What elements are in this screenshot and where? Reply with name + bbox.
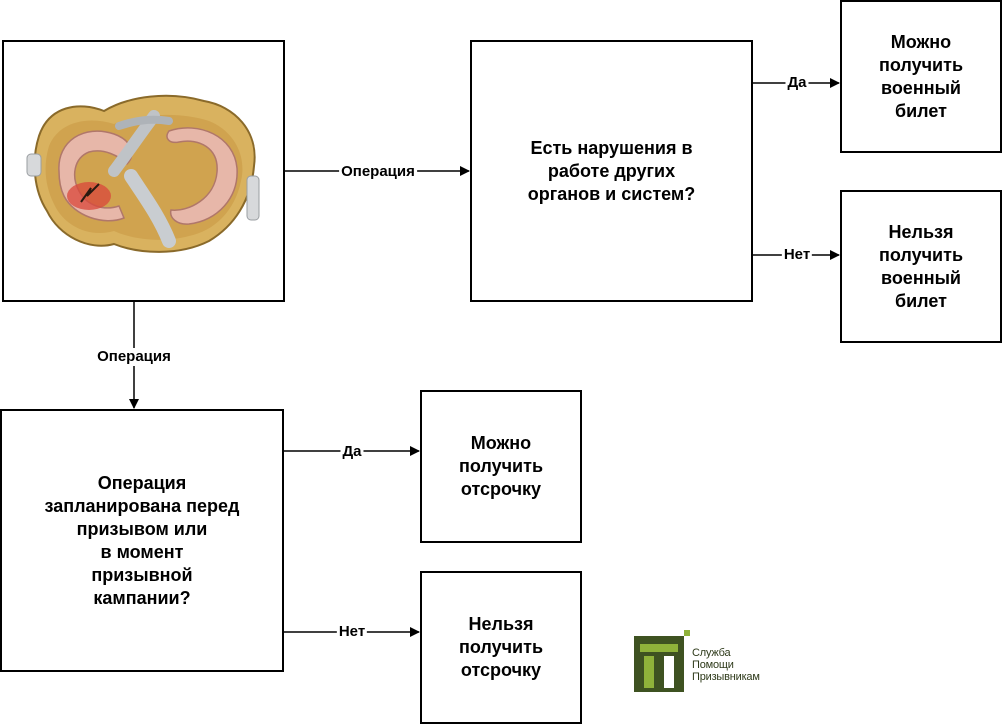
- result-can-get-deferment-text: Можно получить отсрочку: [458, 433, 544, 499]
- knee-image-box: [2, 40, 285, 302]
- result-can-get-military-id: Можно получить военный билет: [840, 0, 1002, 153]
- service-logo-icon: [634, 630, 690, 692]
- result-cannot-get-military-id-text: Нельзя получить военный билет: [878, 221, 964, 311]
- question-other-organs-text: Есть нарушения в работе других органов и…: [527, 137, 696, 204]
- edge-label-q1-no: Нет: [781, 246, 813, 264]
- result-cannot-get-deferment-text: Нельзя получить отсрочку: [458, 614, 544, 680]
- knee-meniscus-illustration: [26, 94, 259, 253]
- result-can-get-military-id-text: Можно получить военный билет: [878, 31, 964, 121]
- result-cannot-get-deferment: Нельзя получить отсрочку: [420, 571, 582, 724]
- question-other-organs-box: Есть нарушения в работе других органов и…: [470, 40, 753, 302]
- edge-label-to-q2: Операция: [95, 348, 173, 366]
- edge-label-q2-yes: Да: [340, 443, 364, 461]
- question-surgery-timing-text: Операция запланирована перед призывом ил…: [44, 472, 240, 608]
- result-can-get-deferment: Можно получить отсрочку: [420, 390, 582, 543]
- edge-label-q1-yes: Да: [785, 74, 809, 92]
- edge-label-q2-no: Нет: [336, 623, 368, 641]
- logo-text: Служба Помощи Призывникам: [692, 647, 760, 683]
- edge-label-to-q1: Операция: [339, 163, 417, 181]
- result-cannot-get-military-id: Нельзя получить военный билет: [840, 190, 1002, 343]
- question-surgery-timing-box: Операция запланирована перед призывом ил…: [0, 409, 284, 672]
